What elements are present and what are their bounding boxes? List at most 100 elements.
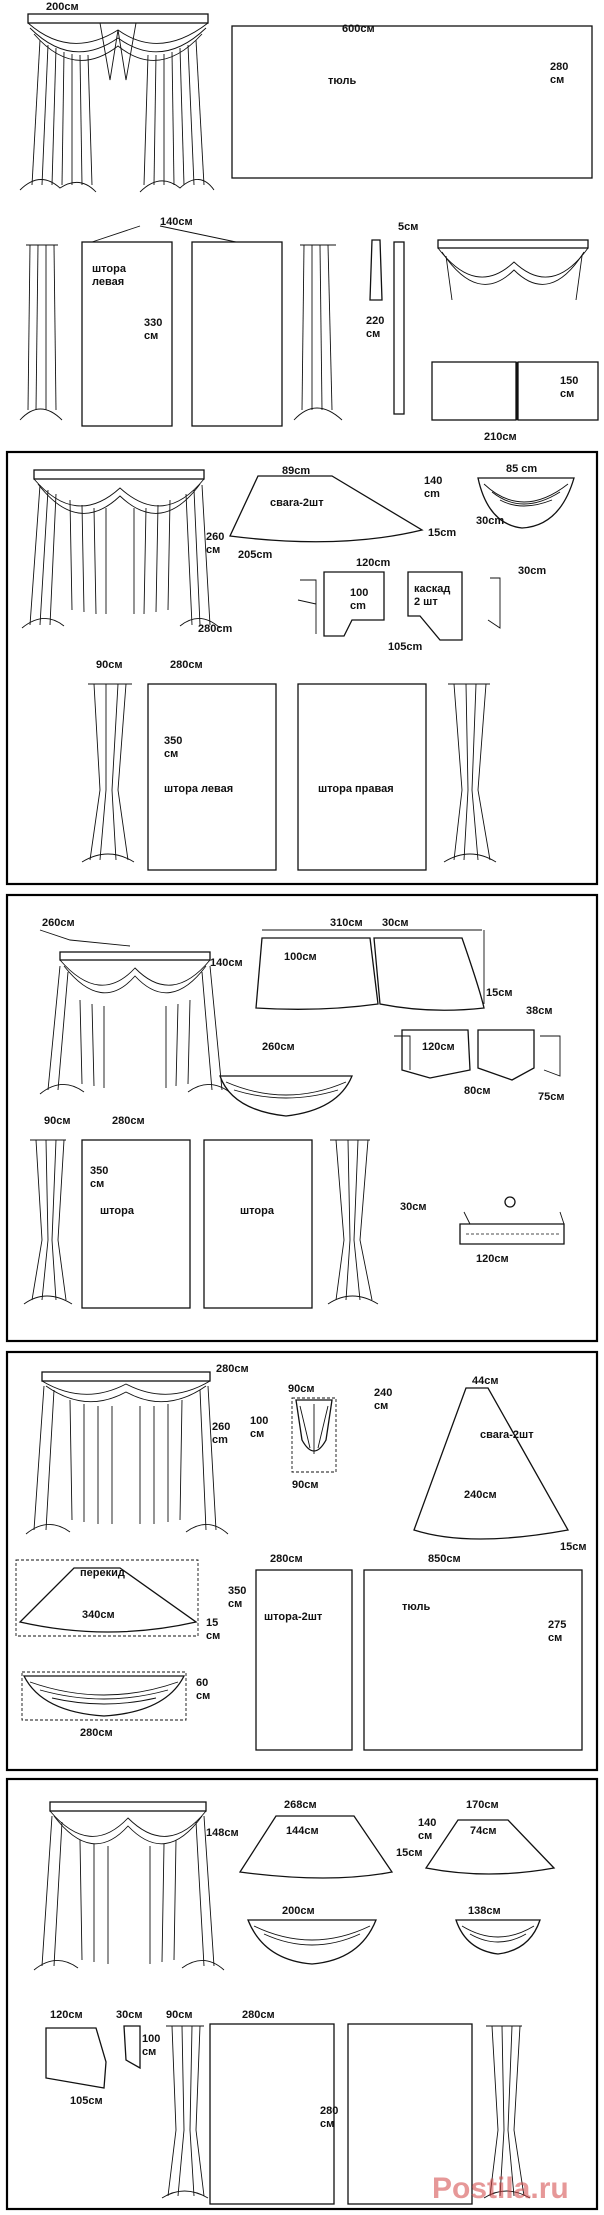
s4-perekid-label: перекид — [80, 1567, 125, 1579]
window-illustration-5 — [33, 1801, 225, 1971]
s3-cascade-top: 120см — [422, 1041, 455, 1053]
s3-curtain-b: штора — [240, 1205, 275, 1217]
curtain-sketch-right-2 — [443, 683, 497, 863]
jabot-piece-4 — [291, 1397, 337, 1473]
s4-swag-side-value: 240 — [374, 1387, 392, 1399]
swag-piece-5a — [238, 1815, 394, 1879]
tulle-panel-4 — [363, 1569, 583, 1751]
tulle-label: тюль — [328, 75, 356, 87]
s3-swag-w1: 310см — [330, 917, 363, 929]
s3-swag-bottom: 260см — [262, 1041, 295, 1053]
perekid-fold-4 — [21, 1671, 187, 1721]
s4-tulle-height-value: 275 — [548, 1619, 566, 1631]
cascade-piece-3 — [394, 1029, 561, 1081]
s5-panel-height-unit: см — [320, 2118, 334, 2130]
s2-height-value: 260 — [206, 531, 224, 543]
swag-piece-3a — [255, 937, 379, 1010]
curtain-sketch-left-5 — [161, 2025, 209, 2199]
s4-corner: 280см — [216, 1363, 249, 1375]
section-2-frame — [5, 450, 599, 886]
s2-panel-width: 280см — [170, 659, 203, 671]
s5-swag2-inner: 74см — [470, 1825, 497, 1837]
tie-shape — [369, 239, 383, 301]
curtain-left-panel — [81, 241, 173, 427]
s3-tie-width: 90см — [44, 1115, 71, 1127]
s2-cascade-bottom: 105cm — [388, 641, 422, 653]
top-width-label: 200см — [46, 1, 79, 13]
s5-tie-h-value: 100 — [142, 2033, 160, 2045]
curtain-panel-3a — [81, 1139, 191, 1309]
s5-swag2-top: 170см — [466, 1799, 499, 1811]
s2-cascade-end: 30cm — [518, 565, 546, 577]
s2-cascade-side-value: 100 — [350, 587, 368, 599]
s5-swag2-side-value: 140 — [418, 1817, 436, 1829]
s5-swag1-side: 148см — [206, 1827, 239, 1839]
curtain-right-panel-2 — [297, 683, 427, 871]
s5-swag2-bottom: 138см — [468, 1905, 501, 1917]
window-illustration-1 — [19, 13, 215, 193]
s4-curtain-label: штора-2шт — [264, 1611, 323, 1623]
s5-swag2-side-unit: см — [418, 1830, 432, 1842]
s2-swag-gap: 15cm — [428, 527, 456, 539]
section-5: 268см 144см 148см 15см 170см 74см 140 см… — [33, 1799, 569, 2205]
valance-panel-left — [431, 361, 517, 421]
s2-tie-width: 90см — [96, 659, 123, 671]
s3-panel-height-unit: см — [90, 1178, 104, 1190]
section-4-frame — [5, 1350, 599, 1772]
section-5-frame — [5, 1777, 599, 2211]
s2-swag-depth-unit: cm — [424, 488, 440, 500]
panels-width-label: 140см — [160, 216, 193, 228]
s3-curtain-a: штора — [100, 1205, 135, 1217]
tie-length-value: 220 — [366, 315, 384, 327]
s3-cascade-end: 75см — [538, 1091, 565, 1103]
curtain-sketch-right-3 — [327, 1139, 379, 1305]
s2-small-top: 85 cm — [506, 463, 537, 475]
s4-jabot-h-unit: см — [250, 1428, 264, 1440]
s2-swag-depth-value: 140 — [424, 475, 442, 487]
tulle-panel — [231, 25, 593, 179]
s4-perekid-width: 340см — [82, 1609, 115, 1621]
window-illustration-3 — [39, 929, 233, 1095]
curtain-sketch-left-1 — [19, 244, 63, 421]
s3-swag-gap: 15см — [486, 987, 513, 999]
s4-panel-height-value: 350 — [228, 1585, 246, 1597]
curtain-sketch-right-1 — [293, 244, 343, 421]
curtain-left-label-a: штора — [92, 263, 127, 275]
s4-tulle-label: тюль — [402, 1601, 430, 1613]
curtain-height-value: 330 — [144, 317, 162, 329]
valance-width-label: 210см — [484, 431, 517, 443]
curtain-sketch-left-2 — [81, 683, 135, 863]
s4-height-value: 260 — [212, 1421, 230, 1433]
s3-box-depth: 30см — [400, 1201, 427, 1213]
s4-tulle-height-unit: см — [548, 1632, 562, 1644]
s2-cascade-label-a: каскад — [414, 583, 450, 595]
s4-swag-top: 44см — [472, 1375, 499, 1387]
tie-strip — [393, 241, 405, 415]
window-illustration-2 — [21, 469, 221, 629]
valance-sketch — [437, 239, 589, 301]
s4-panel-height-unit: см — [228, 1598, 242, 1610]
s4-tulle-width: 850см — [428, 1553, 461, 1565]
s2-swag-top: 89cm — [282, 465, 310, 477]
swag-fold-5a — [247, 1919, 377, 1965]
s2-width-corner: 280cm — [198, 623, 232, 635]
curtain-panel-5b — [347, 2023, 473, 2205]
s2-panel-height-unit: см — [164, 748, 178, 760]
s4-perekid-gap-unit: см — [206, 1630, 220, 1642]
s2-cascade-label-b: 2 шт — [414, 596, 438, 608]
tulle-height-value: 280 — [550, 61, 568, 73]
swag-piece-5b — [424, 1819, 556, 1875]
s5-cascade-bottom: 105см — [70, 2095, 103, 2107]
s3-cascade-bottom: 80см — [464, 1085, 491, 1097]
s5-swag1-top: 268см — [284, 1799, 317, 1811]
swag-fold-3 — [219, 1075, 353, 1117]
swag-piece-4 — [413, 1387, 570, 1540]
curtain-panel-5a — [209, 2023, 335, 2205]
small-fan-piece — [477, 477, 575, 529]
s4-perekid-depth-value: 60 — [196, 1677, 208, 1689]
section-1: 200см 600см тюль 280 см 140см штора лева… — [19, 1, 599, 443]
s5-swag1-inner: 144см — [286, 1825, 319, 1837]
tie-length-unit: см — [366, 328, 380, 340]
s5-panel-width: 280см — [242, 2009, 275, 2021]
